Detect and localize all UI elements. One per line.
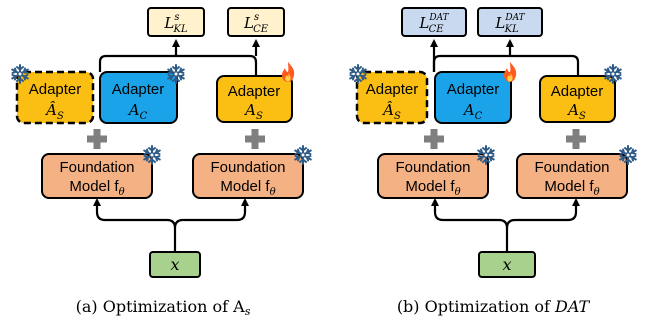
foundation-model-left-line2: Model fθ [405,178,460,198]
adapter-c-flame-icon [504,62,517,82]
loss-ce-box [227,7,285,37]
adapter-s-snowflake-icon [604,64,622,84]
foundation-model-left-line1: Foundation [59,159,134,176]
foundation-model-left-line1: Foundation [395,159,470,176]
plus-right-icon [566,129,586,149]
arrow-to-fm-right [173,198,249,229]
loss-kl-box [147,7,205,37]
input-x-label: x [502,255,511,274]
plus-right-icon [245,129,265,149]
arrow-to-fm-left [431,198,509,253]
plus-left-icon [87,129,107,149]
caption-b: (b) Optimization of DAT [397,297,591,316]
adapter-s-box [539,75,616,123]
adapter-frozen-box [355,70,429,125]
foundation-model-left-box [377,153,489,199]
bracket-line [98,54,258,76]
adapter-s-box [216,75,293,123]
adapter-c-label: Adapter [447,81,500,98]
foundation-model-left-box [41,153,153,199]
adapter-frozen-box [15,70,95,125]
foundation-model-right-box [192,153,304,199]
adapter-frozen-symbol: ÂS [381,101,401,122]
adapter-s-label: Adapter [228,83,281,100]
input-x-box [149,251,201,278]
adapter-s-label: Adapter [551,83,604,100]
foundation-model-right-line1: Foundation [534,159,609,176]
arrow-to-fm-left [93,198,177,253]
arrow-to-fm-right [505,198,580,229]
foundation-model-left-line2: Model fθ [69,178,124,198]
adapter-s-flame-icon [282,62,295,82]
foundation-model-right-box [516,153,628,199]
caption-a: (a) Optimization of As [76,297,251,318]
input-x-label: x [170,255,179,274]
input-x-box [478,251,536,278]
panel-b-connectors [430,39,580,253]
adapter-s-symbol: AS [566,101,586,122]
adapter-frozen-label: Adapter [366,81,419,98]
plus-left-icon [424,129,444,149]
adapter-c-box [434,71,512,124]
adapter-c-symbol: AC [127,101,148,122]
adapter-frozen-label: Adapter [29,81,82,98]
adapter-c-symbol: AC [462,101,483,122]
adapter-frozen-symbol: ÂS [44,101,64,122]
foundation-model-right-line1: Foundation [210,159,285,176]
adapter-c-box [99,71,178,124]
adapter-c-label: Adapter [112,81,165,98]
foundation-model-right-line2: Model fθ [220,178,275,198]
loss-kl-box [477,7,543,37]
adapter-s-symbol: AS [243,101,263,122]
foundation-model-right-line2: Model fθ [544,178,599,198]
panel-a-connectors [93,39,260,253]
loss-ce-box [401,7,467,37]
